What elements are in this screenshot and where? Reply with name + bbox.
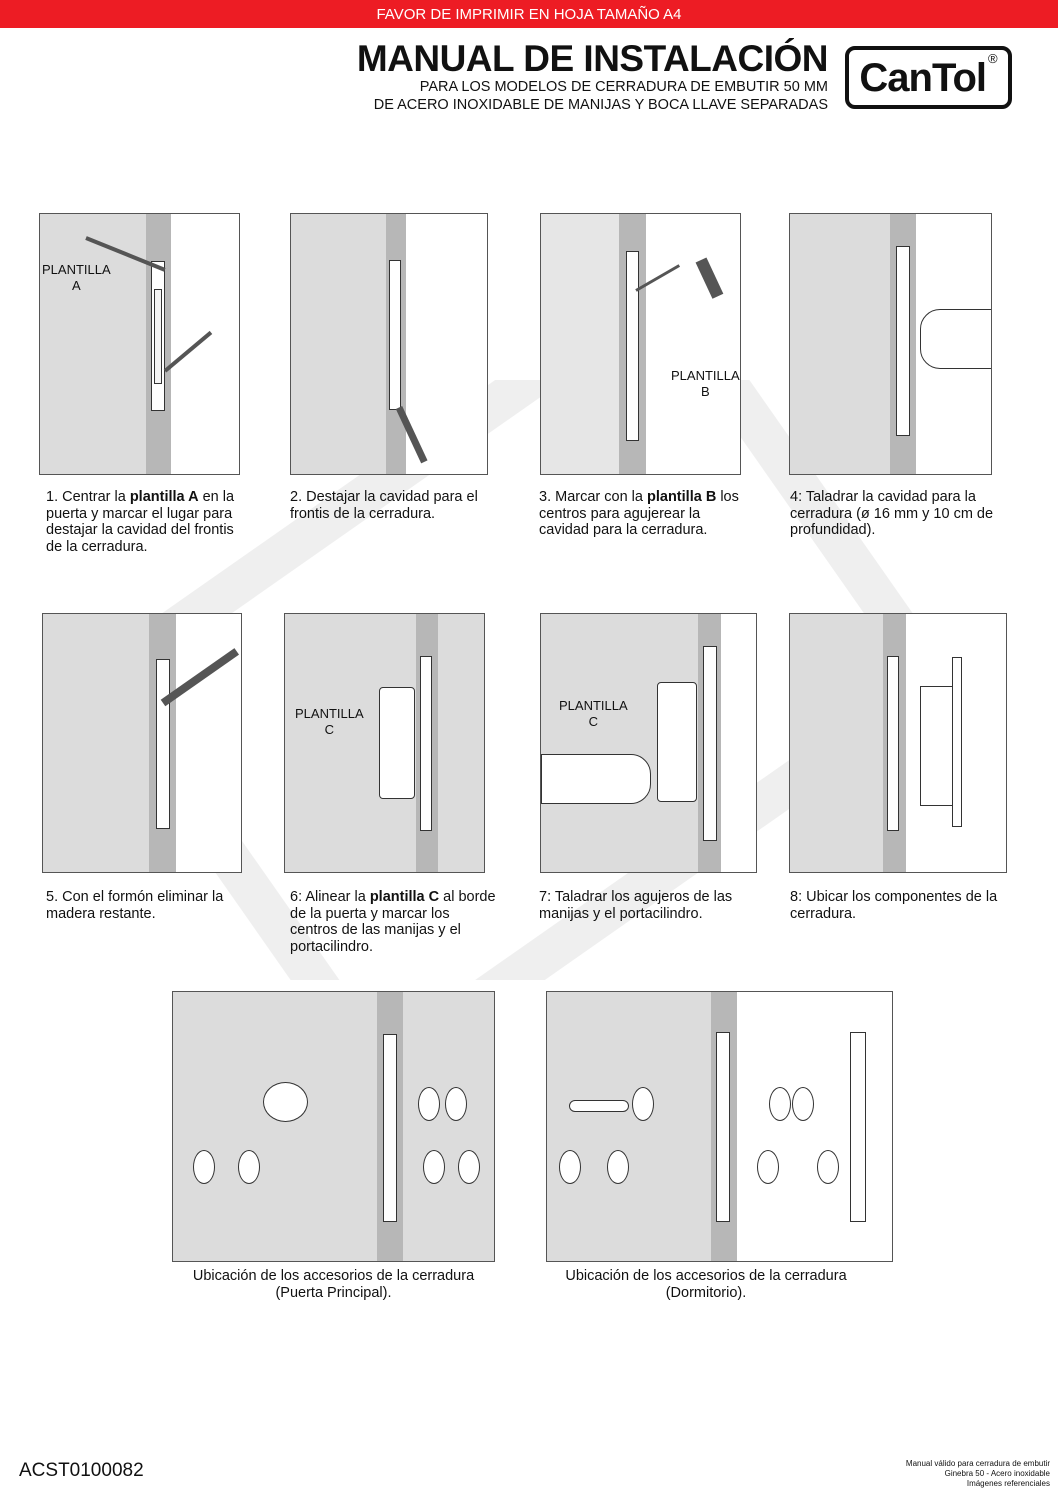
main-door-caption: Ubicación de los accesorios de la cerrad… [192,1268,475,1301]
step-1-caption: 1. Centrar la plantilla A en la puerta y… [46,489,235,555]
logo-text: CanTol [859,55,987,100]
step-4-caption: 4: Taladrar la cavidad para la cerradura… [790,489,994,538]
step-8-caption: 8: Ubicar los componentes de la cerradur… [790,889,998,922]
main-door-accessories-illustration [172,991,495,1262]
template-b-label: PLANTILLA B [671,368,740,399]
template-c-label-step-7: PLANTILLA C [559,698,628,729]
product-code: ACST0100082 [19,1460,144,1481]
step-4-illustration [789,213,992,475]
step-8-illustration [789,613,1007,873]
step-5-caption: 5. Con el formón eliminar la madera rest… [46,889,224,922]
registered-mark: ® [987,51,998,66]
cantol-logo: CanTol® [845,46,1012,109]
step-6-illustration: PLANTILLA C [284,613,485,873]
subtitle-line-2: DE ACERO INOXIDABLE DE MANIJAS Y BOCA LL… [373,97,828,113]
step-2-illustration [290,213,488,475]
bedroom-accessories-illustration [546,991,893,1262]
step-7-caption: 7: Taladrar los agujeros de las manijas … [539,889,733,922]
bedroom-caption: Ubicación de los accesorios de la cerrad… [565,1268,847,1301]
step-5-illustration [42,613,242,873]
subtitle-line-1: PARA LOS MODELOS DE CERRADURA DE EMBUTIR… [419,79,828,95]
step-6-caption: 6: Alinear la plantilla C al borde de la… [290,889,496,955]
template-a-label: PLANTILLA A [42,262,111,293]
step-7-illustration: PLANTILLA C [540,613,757,873]
watermark-logo [120,380,920,980]
step-2-caption: 2. Destajar la cavidad para el frontis d… [290,489,478,522]
print-banner: FAVOR DE IMPRIMIR EN HOJA TAMAÑO A4 [0,0,1058,28]
step-3-illustration: PLANTILLA B [540,213,741,475]
step-3-caption: 3. Marcar con la plantilla B los centros… [539,489,739,538]
template-c-label: PLANTILLA C [295,706,364,737]
page-title: MANUAL DE INSTALACIÓN [356,38,829,79]
step-1-illustration: PLANTILLA A [39,213,240,475]
